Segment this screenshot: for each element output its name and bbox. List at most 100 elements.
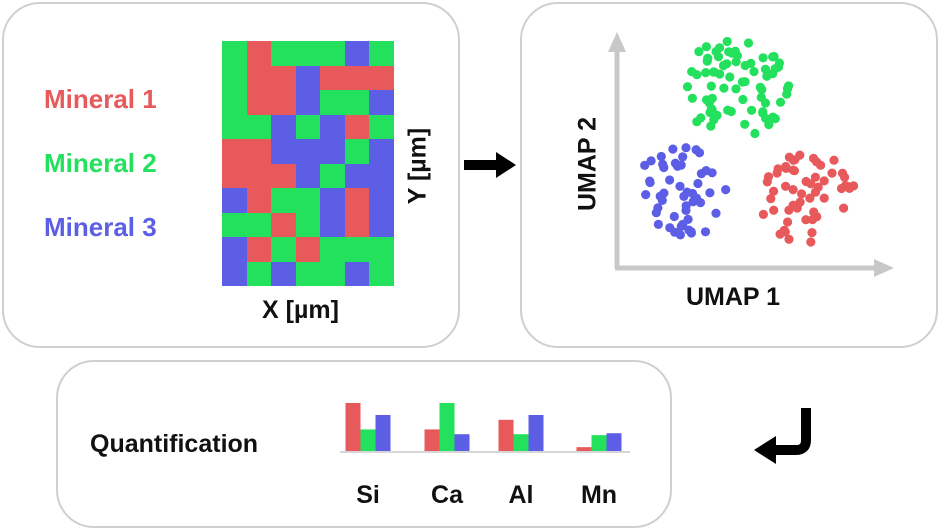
umap-point-cluster-2: [676, 160, 686, 170]
umap-point-cluster-1: [701, 42, 711, 52]
umap-point-cluster-3: [837, 168, 848, 178]
umap-point-cluster-2: [653, 203, 663, 213]
grid-cell: [369, 212, 394, 237]
return-arrow-icon: [754, 408, 811, 464]
umap-point-cluster-2: [670, 227, 680, 237]
grid-cell: [295, 65, 321, 90]
umap-plot: [608, 32, 894, 277]
umap-point-cluster-2: [705, 188, 715, 198]
umap-point-cluster-1: [768, 52, 778, 62]
grid-cell: [344, 114, 370, 139]
umap-point-cluster-1: [775, 97, 786, 107]
grid-cell: [320, 163, 345, 188]
quantification-bar-chart: [340, 403, 630, 453]
umap-point-cluster-1: [761, 113, 771, 123]
element-label-ca: Ca: [431, 481, 463, 509]
grid-cell: [271, 163, 296, 188]
umap-point-cluster-3: [780, 227, 790, 237]
umap-point-cluster-2: [681, 201, 691, 211]
umap-point-cluster-2: [679, 191, 689, 201]
grid-cell: [295, 261, 321, 286]
umap-point-cluster-1: [746, 58, 756, 68]
grid-cell: [295, 139, 321, 164]
grid-cell: [295, 90, 321, 115]
umap-point-cluster-2: [665, 175, 675, 185]
umap-point-cluster-2: [691, 145, 701, 155]
umap-point-cluster-1: [760, 64, 771, 74]
bar-mn-mineral-2: [591, 435, 607, 451]
grid-cell: [344, 261, 370, 286]
bar-al-mineral-2: [513, 434, 529, 451]
map-x-axis-label: X [µm]: [262, 296, 339, 324]
umap-point-cluster-2: [659, 162, 669, 173]
grid-cell: [369, 65, 394, 90]
grid-cell: [369, 261, 394, 286]
grid-cell: [295, 237, 321, 262]
umap-point-cluster-3: [789, 166, 799, 176]
grid-cell: [295, 163, 321, 188]
umap-point-cluster-1: [725, 72, 735, 82]
grid-cell: [222, 212, 247, 237]
umap-point-cluster-1: [709, 67, 719, 77]
umap-point-cluster-3: [812, 157, 822, 167]
umap-point-cluster-3: [795, 197, 805, 207]
umap-point-cluster-1: [706, 81, 716, 91]
grid-cell: [320, 237, 345, 262]
umap-point-cluster-1: [750, 128, 760, 139]
umap-point-cluster-3: [807, 228, 817, 238]
grid-cell: [344, 41, 370, 66]
grid-cell: [246, 261, 272, 286]
map-y-axis-label: Y [µm]: [403, 127, 432, 205]
umap-point-cluster-3: [781, 161, 791, 172]
bar-al-mineral-3: [528, 415, 544, 451]
legend-mineral-1: Mineral 1: [44, 84, 157, 114]
umap-point-cluster-3: [772, 168, 782, 178]
bar-ca-mineral-3: [454, 434, 470, 451]
umap-point-cluster-1: [731, 84, 741, 94]
grid-cell: [344, 188, 370, 213]
umap-point-cluster-3: [819, 193, 829, 203]
grid-cell: [320, 212, 345, 237]
umap-point-cluster-1: [704, 98, 714, 108]
umap-point-cluster-3: [801, 176, 811, 187]
grid-cell: [246, 65, 272, 90]
umap-point-cluster-1: [784, 81, 794, 91]
umap-y-axis-arrowhead: [608, 32, 626, 52]
arrow-right-icon: [464, 152, 516, 178]
grid-cell: [344, 212, 370, 237]
umap-point-cluster-3: [766, 194, 776, 204]
grid-cell: [271, 90, 296, 115]
umap-point-cluster-3: [827, 168, 837, 178]
umap-point-cluster-2: [707, 168, 717, 178]
umap-point-cluster-1: [737, 77, 747, 87]
umap-point-cluster-2: [653, 219, 663, 229]
mineral-grid: [222, 41, 394, 286]
umap-point-cluster-3: [769, 186, 779, 196]
umap-point-cluster-2: [668, 144, 678, 154]
bar-si-mineral-3: [375, 415, 391, 451]
umap-point-cluster-1: [713, 52, 724, 62]
umap-point-cluster-2: [695, 198, 706, 208]
grid-cell: [320, 261, 345, 286]
grid-cell: [295, 212, 321, 237]
grid-cell: [295, 41, 321, 66]
grid-cell: [246, 41, 272, 66]
element-label-si: Si: [356, 481, 380, 509]
umap-point-cluster-1: [758, 53, 768, 63]
umap-point-cluster-2: [683, 214, 693, 224]
quantification-title: Quantification: [90, 430, 259, 458]
umap-point-cluster-2: [711, 208, 721, 218]
grid-cell: [271, 212, 296, 237]
grid-cell: [369, 139, 394, 164]
umap-point-cluster-3: [810, 187, 821, 197]
umap-point-cluster-2: [641, 190, 651, 200]
bar-ca-mineral-2: [439, 403, 455, 451]
umap-point-cluster-3: [819, 176, 829, 186]
umap-point-cluster-1: [743, 38, 754, 48]
umap-point-cluster-2: [688, 188, 698, 199]
umap-point-cluster-1: [687, 67, 697, 77]
umap-x-axis-label: UMAP 1: [686, 283, 781, 311]
umap-point-cluster-3: [784, 205, 794, 215]
umap-point-cluster-1: [705, 107, 715, 118]
grid-cell: [246, 163, 272, 188]
